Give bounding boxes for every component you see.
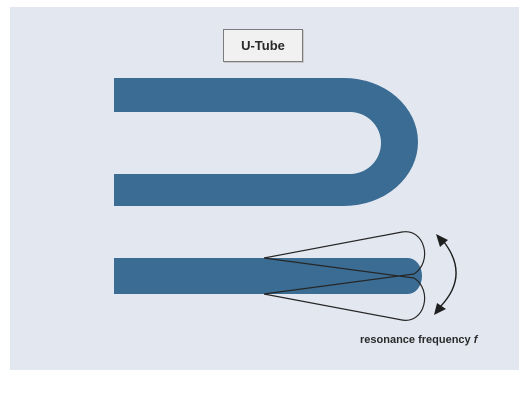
diagram-title: U-Tube xyxy=(223,29,303,62)
oscillating-tube-shape xyxy=(114,258,422,294)
frequency-symbol: f xyxy=(473,334,478,346)
resonance-caption: resonance frequency f xyxy=(360,334,477,346)
u-tube-shape xyxy=(114,78,418,206)
oscillation-outline xyxy=(263,231,426,321)
diagram-title-text: U-Tube xyxy=(241,38,285,53)
caption-text: resonance frequency xyxy=(360,334,471,346)
oscillation-arrow-icon xyxy=(434,234,457,315)
